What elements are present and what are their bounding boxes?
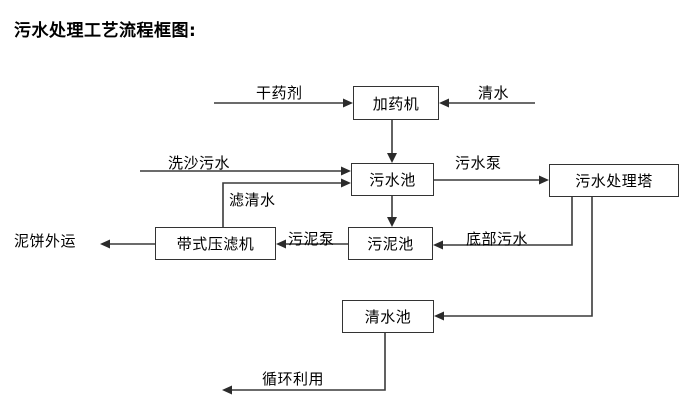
edge-wastewater-pool-to-treatment-tower — [434, 175, 549, 185]
edge-sand-wash-sewage-to-wastewater-pool — [140, 166, 351, 176]
edge-label-bottom-sewage: 底部污水 — [466, 230, 529, 248]
edge-dosing-machine-to-wastewater-pool — [387, 120, 397, 163]
edge-label-sand-wash-sewage: 洗沙污水 — [168, 154, 231, 172]
edge-label-clean-water: 清水 — [478, 84, 510, 102]
edge-dry-chemical-to-dosing-machine — [214, 98, 353, 108]
edge-label-recycle-reuse: 循环利用 — [262, 370, 325, 388]
node-clear-water-pool[interactable]: 清水池 — [342, 300, 434, 333]
edge-clear-water-pool-to-recycle-reuse — [222, 333, 386, 395]
edge-wastewater-pool-to-sludge-pool — [387, 196, 397, 227]
node-belt-filter-press[interactable]: 带式压滤机 — [155, 227, 276, 260]
node-wastewater-pool[interactable]: 污水池 — [351, 163, 434, 196]
edge-bottom-sewage-to-sludge-pool — [433, 197, 573, 250]
terminal-mud-cake-outbound: 泥饼外运 — [14, 232, 77, 250]
edge-clean-water-to-dosing-machine — [439, 98, 535, 108]
edge-belt-filter-press-to-mud-cake-outbound — [100, 239, 155, 249]
edge-treatment-tower-to-clear-water-pool — [434, 197, 593, 321]
node-sludge-pool[interactable]: 污泥池 — [348, 227, 433, 260]
edge-sludge-pool-to-belt-filter-press — [276, 239, 348, 249]
edge-label-sludge-pump: 污泥泵 — [288, 230, 335, 248]
edge-label-filtered-water: 滤清水 — [229, 191, 276, 209]
node-dosing-machine[interactable]: 加药机 — [353, 86, 439, 120]
edge-label-sewage-pump: 污水泵 — [455, 154, 502, 172]
page-title: 污水处理工艺流程框图: — [14, 21, 197, 41]
edge-filtered-water-to-wastewater-pool — [222, 178, 351, 227]
edge-label-dry-chemical: 干药剂 — [256, 84, 303, 102]
node-treatment-tower[interactable]: 污水处理塔 — [549, 164, 679, 197]
